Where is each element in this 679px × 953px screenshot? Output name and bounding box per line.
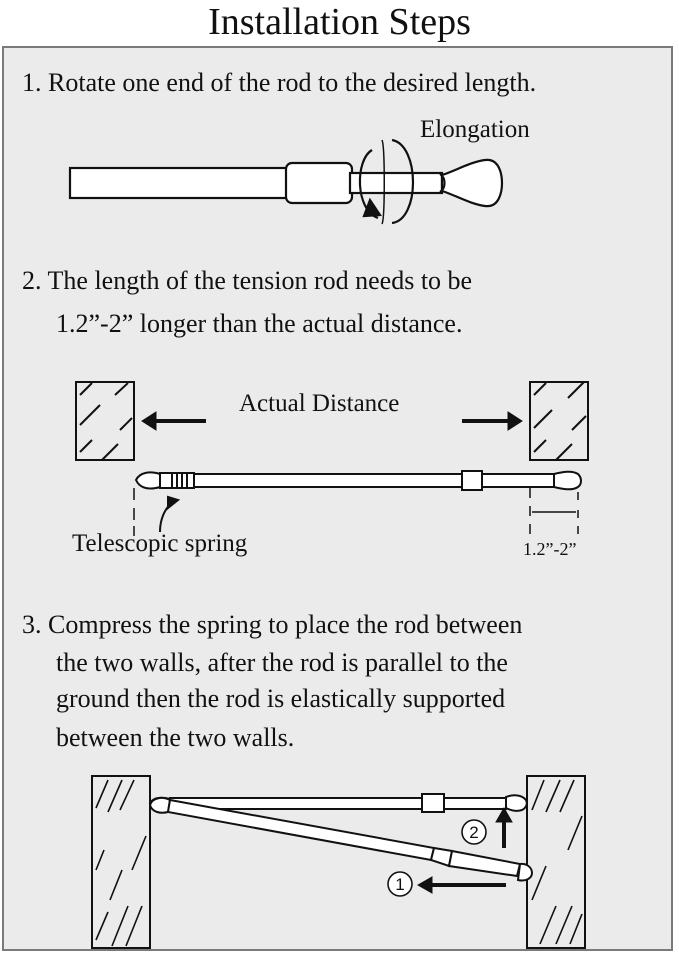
marker-2-label: 2 [469, 823, 478, 842]
step-2-number: 2. [22, 266, 42, 295]
movement-arrows [416, 806, 513, 894]
right-wall-hatched [529, 381, 589, 461]
step-1-text: 1. Rotate one end of the rod to the desi… [22, 68, 536, 98]
extent-dashes [133, 488, 579, 536]
step-1-rod-illustration [68, 158, 504, 208]
rotation-arrow-icon [358, 138, 415, 225]
marker-2-circle [461, 819, 487, 845]
distance-arrows [141, 411, 523, 431]
step-3-line-2: the two walls, after the rod is parallel… [56, 648, 508, 677]
actual-distance-label: Actual Distance [239, 390, 400, 417]
step-1-number: 1. [22, 68, 42, 97]
step-3-text: 3. Compress the spring to place the rod … [22, 610, 522, 640]
marker-1-circle [387, 871, 413, 897]
step-2-line-1: The length of the tension rod needs to b… [47, 266, 473, 295]
step-3-number: 3. [22, 610, 42, 639]
step-2-text: 2. The length of the tension rod needs t… [22, 266, 472, 296]
page-title: Installation Steps [208, 1, 471, 43]
left-wall-hatched [75, 381, 135, 461]
tilted-rod [148, 796, 534, 882]
marker-1-label: 1 [395, 875, 404, 894]
spring-pointer-arrow-icon [159, 495, 181, 533]
step-3-line-4: between the two walls. [56, 723, 295, 752]
telescopic-spring-label: Telescopic spring [72, 530, 248, 557]
right-wall-panel [526, 775, 586, 949]
step-markers: 2 1 [387, 819, 487, 897]
step-3-line-3: ground then the rod is elastically suppo… [56, 684, 506, 713]
extra-length-label: 1.2”-2” [523, 539, 577, 559]
step-3-line-1: Compress the spring to place the rod bet… [48, 610, 523, 639]
step-2-rod-illustration [134, 470, 582, 491]
elongation-label: Elongation [420, 116, 530, 143]
step-2-line-2: 1.2”-2” longer than the actual distance. [56, 309, 463, 338]
left-wall-panel [91, 775, 151, 949]
step-1-line-1: Rotate one end of the rod to the desired… [48, 68, 537, 97]
